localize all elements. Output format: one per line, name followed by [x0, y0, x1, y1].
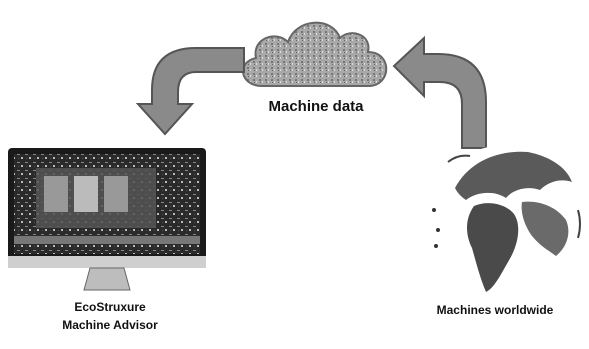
- monitor-label-line1: EcoStruxure: [74, 300, 146, 314]
- arrow-globe-to-cloud: [392, 35, 487, 149]
- monitor-label-line2: Machine Advisor: [62, 318, 158, 332]
- cloud-icon: [242, 21, 388, 87]
- arrow-cloud-to-monitor: [135, 47, 245, 136]
- globe-icon: [430, 145, 581, 295]
- monitor-icon: [8, 148, 206, 291]
- globe-label: Machines worldwide: [436, 303, 554, 317]
- monitor-label: EcoStruxure Machine Advisor: [20, 298, 200, 334]
- cloud-label: Machine data: [268, 98, 364, 115]
